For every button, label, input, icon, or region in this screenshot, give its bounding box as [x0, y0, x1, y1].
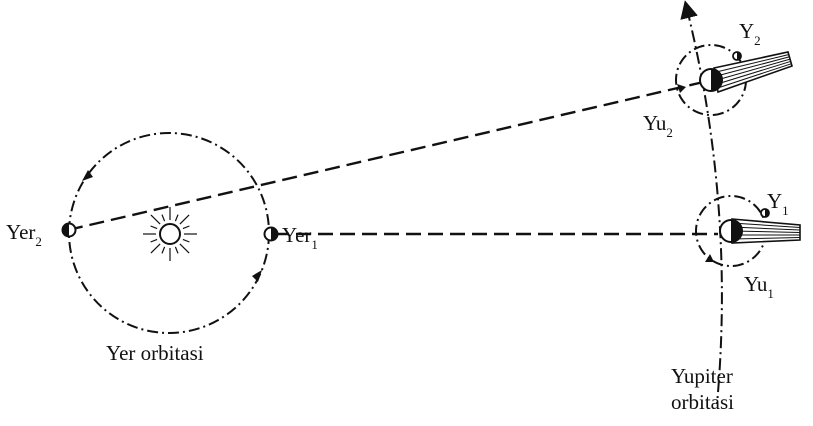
- earth-orbit-arrow-bottom: [252, 270, 262, 282]
- moon-orbit-1-arrow: [705, 254, 714, 262]
- moon-position-1: [760, 208, 770, 218]
- earth-position-2: [61, 222, 77, 238]
- jupiter-position-1: [719, 219, 743, 243]
- sight-line-2: [67, 78, 713, 232]
- jupiter-position-2: [699, 68, 723, 92]
- earth-position-1: [263, 226, 279, 242]
- earth-2-label: Yer2: [6, 220, 42, 249]
- jupiter-1-label: Yu1: [744, 272, 774, 301]
- sun-icon: [143, 207, 197, 261]
- earth-orbit-caption: Yer orbitasi: [106, 341, 204, 365]
- earth-orbit-arrow-top: [82, 170, 93, 181]
- moon-2-label: Y2: [739, 19, 761, 48]
- jupiter-shadow-1: [731, 218, 801, 244]
- jupiter-orbit-caption-line2: orbitasi: [671, 390, 734, 414]
- jupiter-orbit: [680, 0, 723, 405]
- moon-orbit-2-arrow: [677, 84, 686, 93]
- jupiter-shadow-2: [713, 51, 793, 94]
- moon-position-2: [732, 51, 742, 61]
- jupiter-2-label: Yu2: [643, 111, 673, 140]
- jupiter-orbit-caption-line1: Yupiter: [671, 364, 733, 388]
- moon-1-label: Y1: [767, 189, 789, 218]
- earth-1-label: Yer1: [282, 223, 318, 252]
